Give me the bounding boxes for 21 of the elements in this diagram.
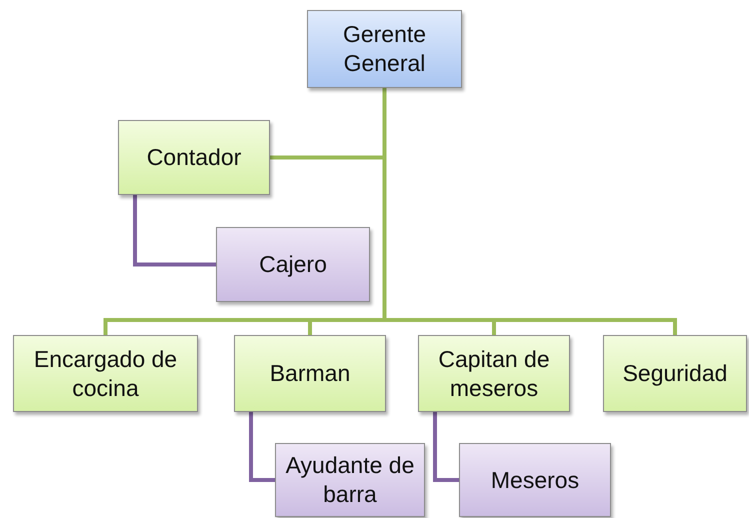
org-box — [216, 227, 370, 302]
box-label: Gerente General — [342, 20, 428, 78]
org-box — [418, 335, 570, 412]
box-label: Seguridad — [622, 359, 728, 388]
org-box — [13, 335, 198, 412]
org-box — [118, 120, 270, 195]
org-box — [307, 10, 462, 88]
box-label: Contador — [146, 143, 242, 172]
box-label: Cajero — [258, 250, 328, 279]
connector-line — [133, 195, 216, 266]
connector-line — [249, 412, 275, 482]
box-label: Capitan de meseros — [437, 344, 551, 402]
org-box — [459, 443, 611, 517]
org-box — [603, 335, 747, 412]
org-box — [275, 443, 425, 517]
box-label: Barman — [268, 359, 352, 388]
connector-line — [433, 412, 459, 482]
box-label: Ayudante de barra — [284, 451, 416, 509]
org-box — [234, 335, 386, 412]
box-label: Meseros — [490, 466, 580, 494]
box-label: Encargado de cocina — [32, 344, 178, 402]
